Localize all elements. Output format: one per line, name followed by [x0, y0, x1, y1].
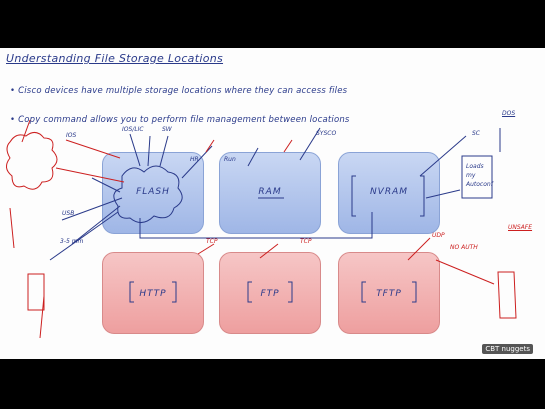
tag-dos: DOS — [502, 110, 516, 117]
ftp-box: FTP — [219, 252, 321, 334]
page-title: Understanding File Storage Locations — [6, 52, 224, 65]
tag-no-auth: NO AUTH — [450, 244, 478, 251]
tag-hr: HR — [190, 156, 199, 163]
tftp-box: TFTP — [338, 252, 440, 334]
ram-box: RAM — [219, 152, 321, 234]
tag-ios: IOS — [66, 132, 77, 139]
annotation-sketches — [6, 119, 517, 339]
tftp-label: TFTP — [376, 289, 402, 299]
tag-sc: SC — [472, 130, 480, 137]
tag-usb: USB — [62, 210, 75, 217]
tag-3-5: 3-5 mm — [60, 238, 84, 245]
tag-udp: UDP — [432, 232, 445, 239]
http-label: HTTP — [139, 289, 167, 299]
ftp-label: FTP — [260, 289, 280, 299]
nvram-label: NVRAM — [369, 187, 409, 197]
flash-label: FLASH — [136, 187, 170, 197]
whiteboard: Understanding File Storage Locations • C… — [0, 48, 545, 359]
tag-ios-lic: IOS/LIC — [122, 126, 144, 133]
flash-box: FLASH — [102, 152, 204, 234]
tag-sysco: SYSCO — [316, 130, 337, 137]
tag-sw: SW — [162, 126, 172, 133]
bullet-copy-command: • Copy command allows you to perform fil… — [10, 115, 350, 125]
tag-nvram-note: Loads my Autoconf — [466, 163, 493, 188]
tag-unsafe: UNSAFE — [508, 224, 533, 231]
bullet-storage-locations: • Cisco devices have multiple storage lo… — [10, 86, 348, 96]
http-box: HTTP — [102, 252, 204, 334]
tag-tcp-1: TCP — [206, 238, 218, 245]
tag-tcp-2: TCP — [300, 238, 312, 245]
ram-label: RAM — [258, 187, 282, 197]
tag-run: Run — [224, 156, 236, 163]
nvram-box: NVRAM — [338, 152, 440, 234]
watermark-logo: CBT nuggets — [482, 344, 533, 354]
